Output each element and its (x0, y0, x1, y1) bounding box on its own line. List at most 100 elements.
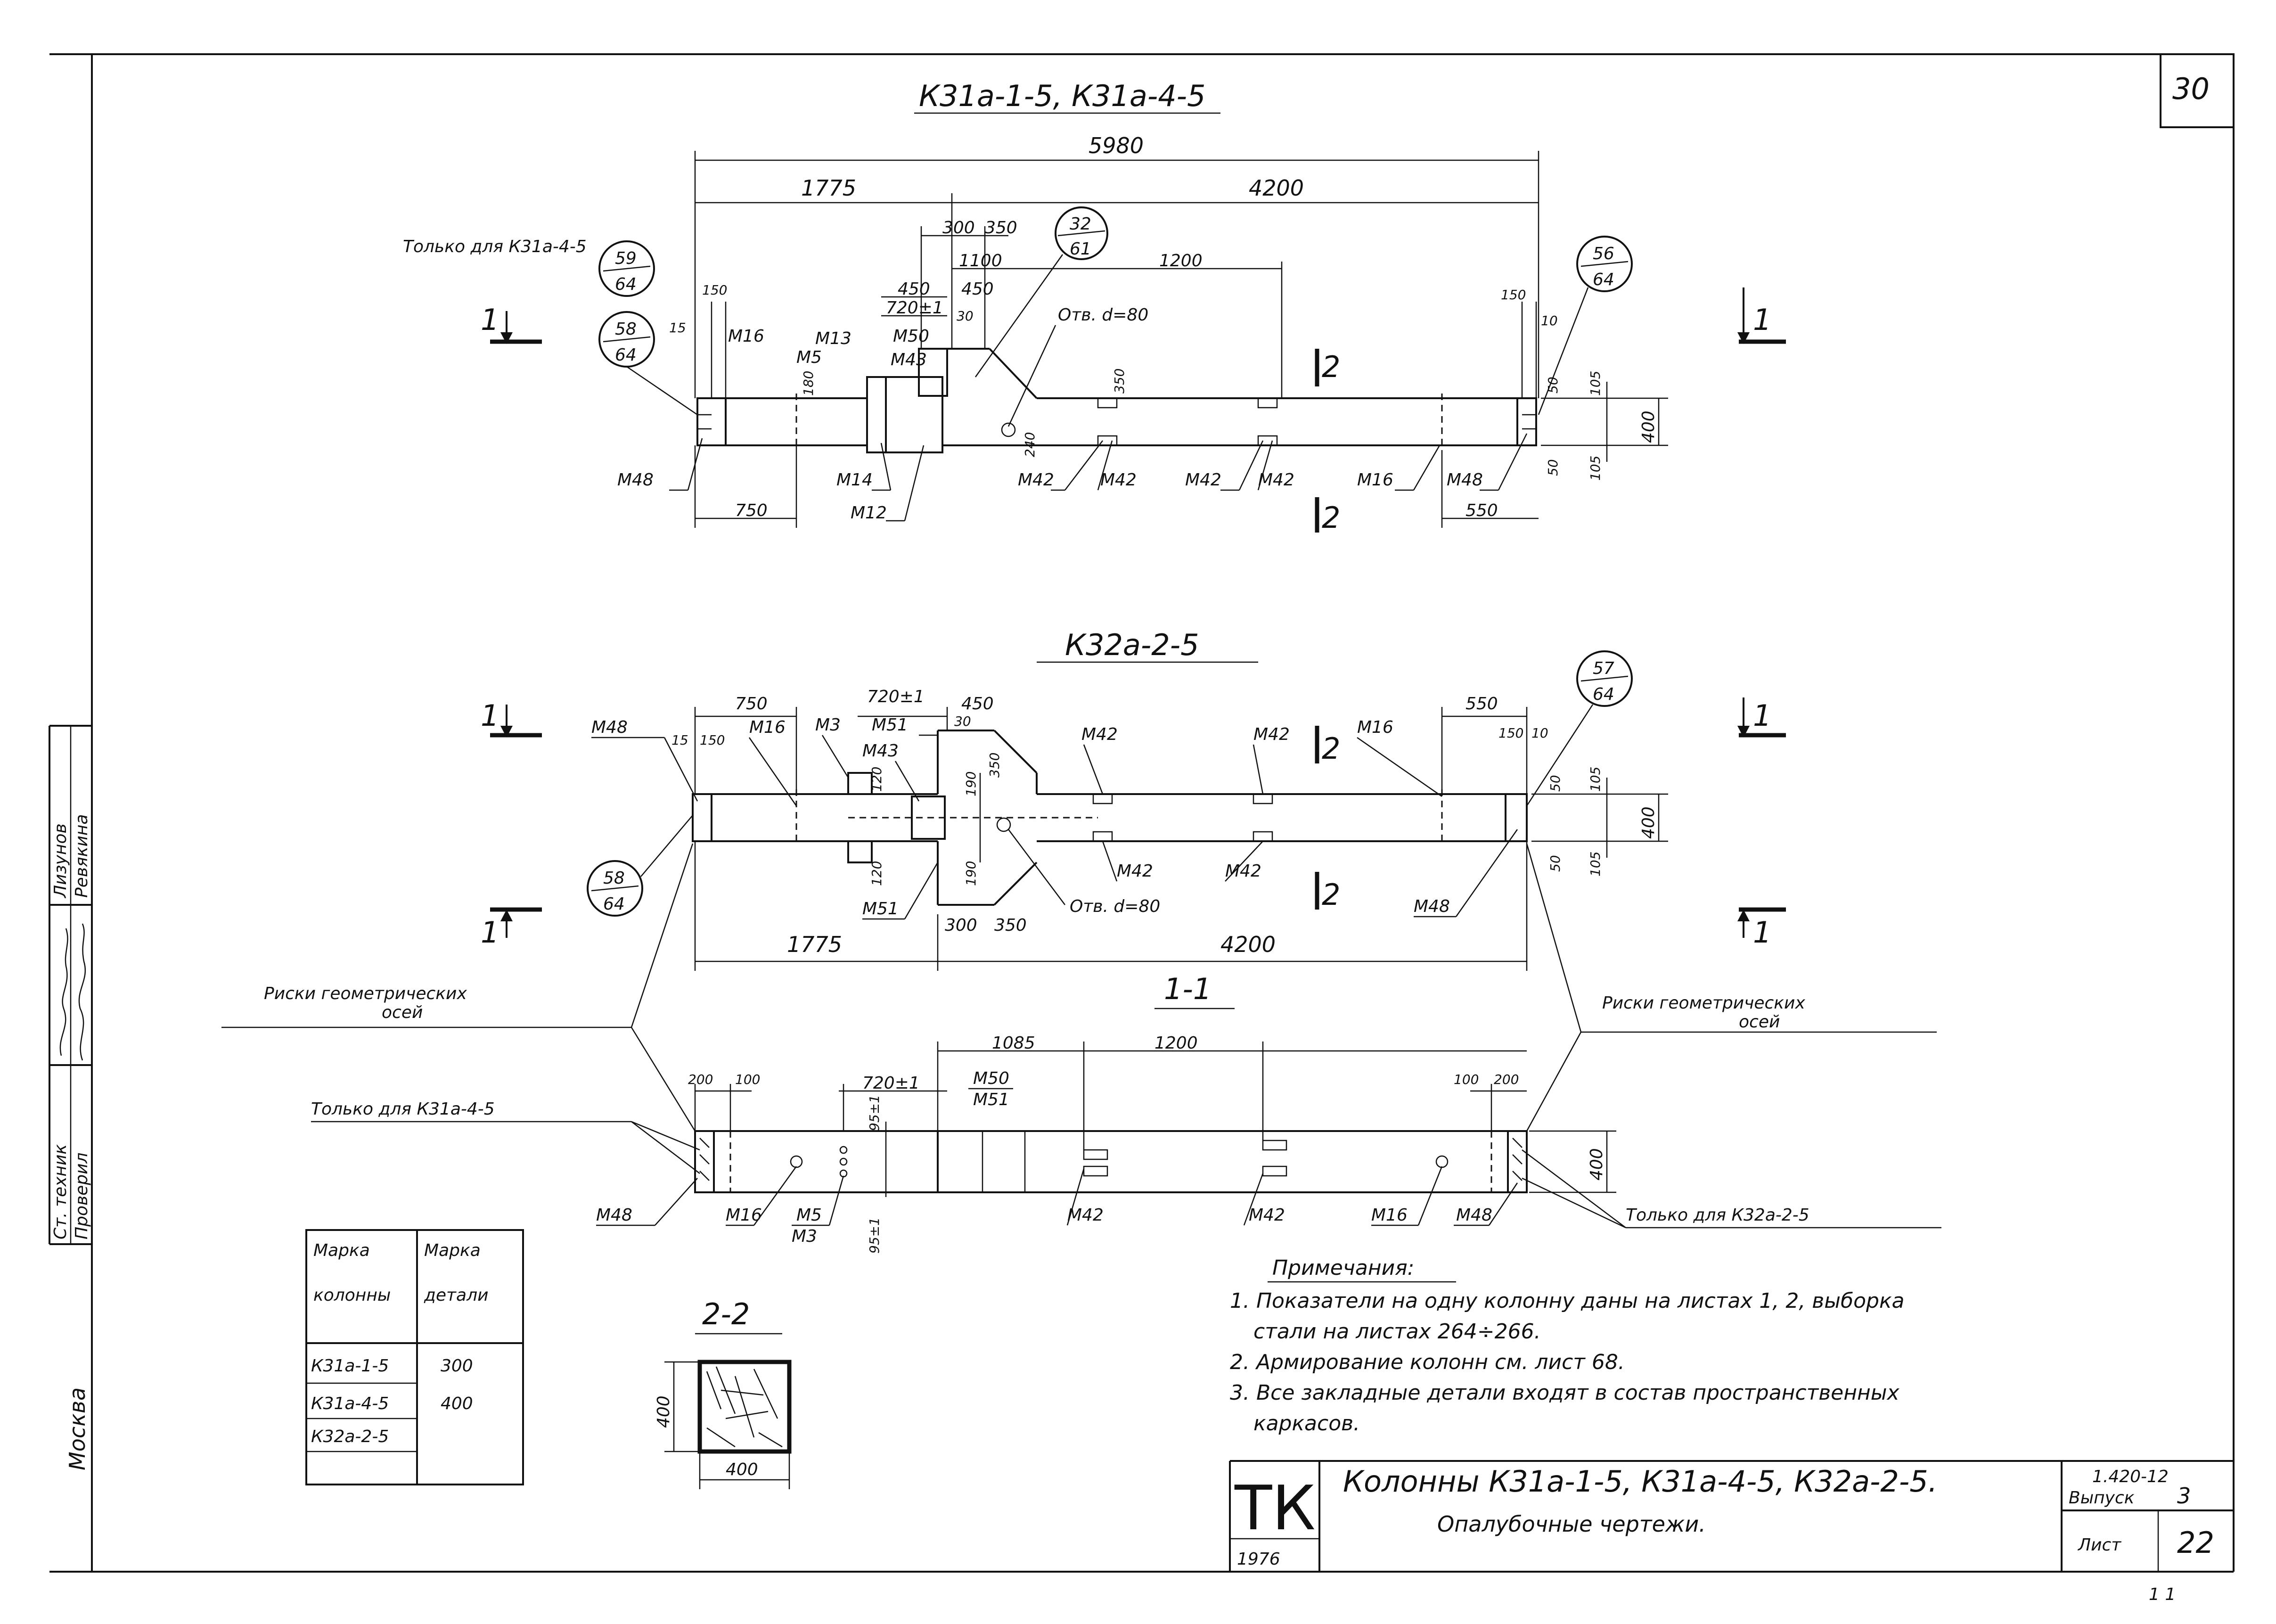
svg-text:1: 1 (1753, 698, 1771, 733)
dim-top-450a: 450 (898, 279, 930, 299)
signature-2 (78, 923, 86, 1061)
title-issue: 3 (2177, 1483, 2191, 1509)
dim-mid-400: 400 (1639, 806, 1658, 839)
svg-text:2: 2 (1322, 731, 1340, 766)
s11-only-right: Только для К32а-2-5 (1626, 1206, 1809, 1225)
table-row-1-det: 300 (441, 1356, 473, 1376)
title-logo: ТК (1234, 1472, 1316, 1544)
section-1-1: 1-1 (221, 843, 1941, 1254)
dim-top-400: 400 (1639, 410, 1658, 443)
mid-mark-m3: М3 (815, 715, 841, 735)
dim-top-105b: 105 (1588, 456, 1603, 481)
svg-text:56: 56 (1593, 244, 1614, 263)
svg-text:1: 1 (1753, 915, 1771, 950)
dim-s11-95b: 95±1 (867, 1217, 882, 1254)
dim-top-720: 720±1 (886, 298, 943, 318)
section-1-1-dimensions (694, 1042, 1616, 1197)
top-mark-m13: М13 (815, 329, 851, 348)
side-stamp: Ст. техник Проверил Лизунов Ревякина Мос… (49, 725, 92, 1470)
dim-top-180: 180 (801, 371, 816, 396)
svg-text:64: 64 (1593, 270, 1614, 289)
mid-mark-m42c: М42 (1117, 861, 1153, 881)
top-cut-marks: 1 1 2 2 (481, 287, 1786, 535)
dim-top-550: 550 (1465, 501, 1498, 520)
callout-58-64-mid: 58 64 (587, 815, 693, 917)
s11-axes-left-2: осей (382, 1003, 423, 1022)
title-line-1: Колонны К31а-1-5, К31а-4-5, К32а-2-5. (1343, 1464, 1937, 1499)
top-mark-m16a: М16 (728, 327, 764, 346)
s11-axes-right-2: осей (1739, 1012, 1780, 1032)
view-middle-title: К32а-2-5 (1065, 628, 1199, 662)
svg-text:2: 2 (1322, 350, 1340, 384)
title-year: 1976 (1237, 1550, 1280, 1569)
section-2-2-hatch (706, 1366, 783, 1448)
s11-mark-m5: М5 (796, 1206, 822, 1225)
section-1-1-outline (694, 1130, 1528, 1193)
table-header-det-2: детали (424, 1286, 488, 1305)
svg-text:64: 64 (615, 345, 637, 365)
svg-text:58: 58 (603, 869, 625, 888)
signature-1 (59, 928, 68, 1056)
dim-mid-350: 350 (987, 753, 1002, 778)
stamp-city: Москва (65, 1387, 90, 1470)
note-line-5: каркасов. (1253, 1411, 1360, 1435)
top-mark-m14: М14 (836, 470, 873, 490)
dim-s11-1085: 1085 (992, 1033, 1035, 1053)
svg-text:57: 57 (1593, 659, 1614, 678)
top-mark-m5: М5 (796, 348, 822, 367)
svg-text:64: 64 (603, 894, 625, 914)
dim-top-right: 4200 (1249, 175, 1304, 201)
top-mark-m12: М12 (851, 503, 887, 523)
view-middle: К32а-2-5 (481, 628, 1786, 971)
s11-only-left: Только для К31а-4-5 (311, 1099, 495, 1119)
dim-mid-720: 720±1 (867, 687, 925, 706)
title-sheet: 22 (2177, 1526, 2214, 1560)
dim-top-150r: 150 (1501, 287, 1526, 303)
dim-top-10: 10 (1541, 313, 1558, 328)
top-mark-m16b: М16 (1357, 470, 1393, 490)
mid-mark-m51a: М51 (872, 715, 908, 735)
mid-mark-m16b: М16 (1357, 718, 1393, 737)
dim-top-total: 5980 (1089, 133, 1144, 158)
mid-leaders (591, 734, 1518, 920)
callout-32-61: 32 61 (974, 206, 1108, 377)
s11-axes-left-1: Риски геометрических (264, 984, 467, 1003)
note-line-4: 3. Все закладные детали входят в состав … (1230, 1381, 1900, 1405)
table-row-1-col: К31а-1-5 (311, 1356, 389, 1376)
dim-mid-450: 450 (961, 694, 994, 714)
column-top-outline (696, 348, 1537, 453)
top-leaders (669, 433, 1528, 522)
sheet-number: 30 (2172, 72, 2210, 106)
dim-top-240: 240 (1022, 432, 1038, 457)
callout-59-64: 59 64 (598, 240, 655, 297)
s11-mark-m42a: М42 (1067, 1206, 1104, 1225)
dim-mid-10: 10 (1531, 725, 1548, 741)
dim-mid-50a: 50 (1547, 775, 1563, 792)
section-1-1-title: 1-1 (1164, 972, 1212, 1006)
section-2-2-title: 2-2 (702, 1297, 750, 1331)
dim-mid-105b: 105 (1588, 852, 1603, 877)
notes: Примечания: 1. Показатели на одну колонн… (1230, 1256, 1904, 1435)
dim-top-150l: 150 (702, 282, 727, 298)
top-mark-m48b: М48 (1447, 470, 1483, 490)
dim-mid-15: 15 (671, 732, 688, 748)
s11-leaders (221, 843, 1941, 1229)
dim-top-350: 350 (985, 218, 1017, 238)
top-mark-m42c: М42 (1185, 470, 1221, 490)
table-header-det-1: Марка (424, 1241, 481, 1260)
dim-mid-190b: 190 (963, 861, 979, 886)
svg-text:1: 1 (1753, 303, 1771, 337)
section-2-2: 2-2 400 400 (654, 1297, 792, 1489)
mid-mark-m48b: М48 (1414, 897, 1450, 916)
dim-top-750: 750 (735, 501, 768, 520)
dim-mid-190a: 190 (963, 771, 979, 796)
dim-mid-50b: 50 (1547, 855, 1563, 872)
dim-mid-30: 30 (954, 714, 971, 729)
table-header-col-1: Марка (313, 1241, 370, 1260)
s11-axes-right-1: Риски геометрических (1602, 993, 1805, 1013)
title-bottom-stamp: 1 1 (2149, 1585, 2176, 1604)
dim-s11-720: 720±1 (862, 1074, 920, 1093)
dim-s11-100r: 100 (1454, 1072, 1479, 1087)
dim-mid-350b: 350 (994, 916, 1027, 935)
dim-top-left: 1775 (801, 175, 856, 201)
